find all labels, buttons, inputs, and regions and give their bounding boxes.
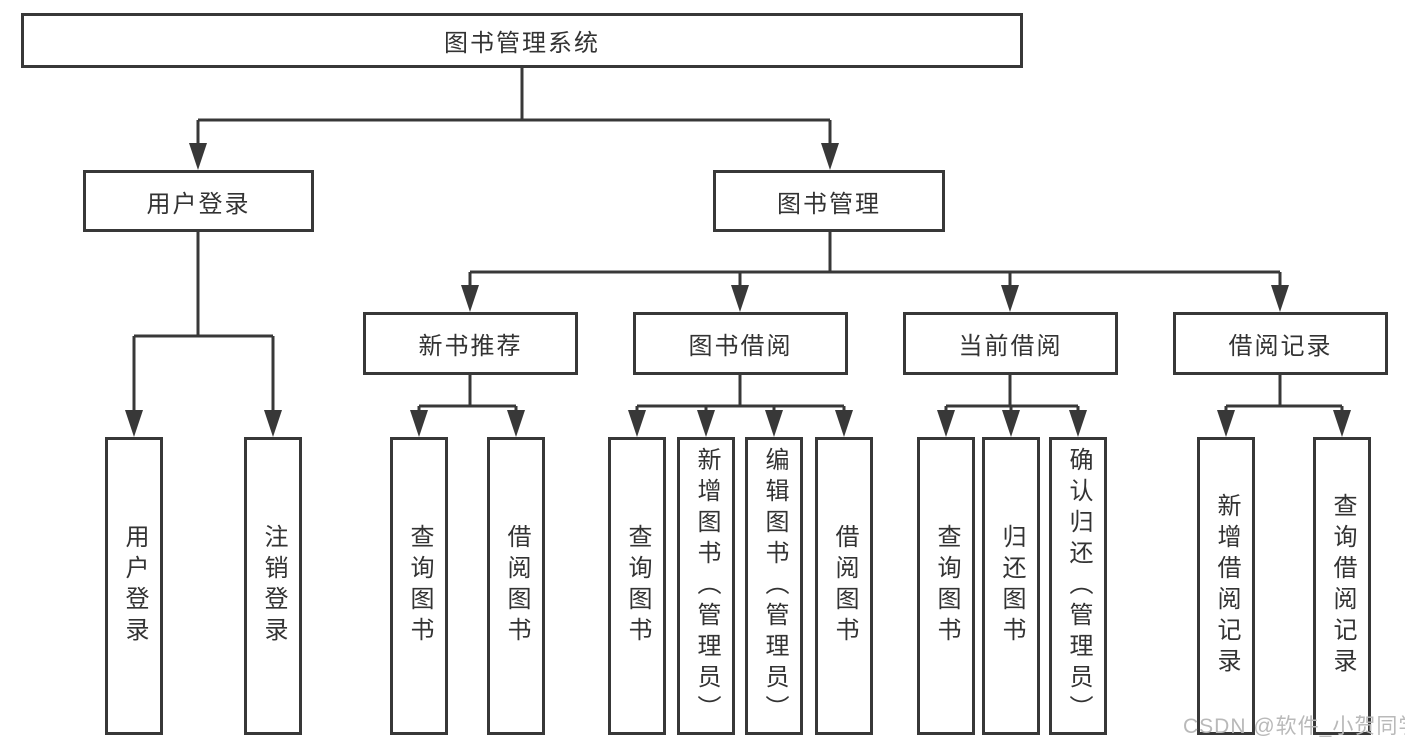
- arrowhead: [1002, 410, 1020, 437]
- arrowhead: [731, 285, 749, 312]
- connector-book-management-children: [468, 232, 1282, 288]
- leaf-add-borrow-record: 新增借阅记录: [1197, 437, 1255, 735]
- leaf-label: 查询图书: [933, 524, 960, 648]
- leaf-logout: 注销登录: [244, 437, 302, 735]
- node-library-management-system: 图书管理系统: [21, 13, 1023, 68]
- arrowhead: [628, 410, 646, 437]
- csdn-watermark: CSDN @软件_小贺同学: [1183, 715, 1405, 738]
- arrowhead: [1069, 410, 1087, 437]
- node-new-book-recommendation: 新书推荐: [363, 312, 578, 375]
- leaf-label: 新增借阅记录: [1213, 493, 1240, 679]
- leaf-borrow-books-borrowing: 借阅图书: [815, 437, 873, 735]
- leaf-label: 确认归还（管理员）: [1065, 446, 1092, 726]
- node-label: 用户登录: [146, 190, 251, 218]
- arrowhead: [765, 410, 783, 437]
- connector-root-to-level2: [196, 68, 832, 146]
- leaf-label: 编辑图书（管理员）: [761, 446, 788, 726]
- leaf-borrow-books-recommend: 借阅图书: [487, 437, 545, 735]
- arrowhead: [937, 410, 955, 437]
- arrowhead: [507, 410, 525, 437]
- leaf-edit-book-admin: 编辑图书（管理员）: [745, 437, 803, 735]
- leaf-confirm-return-admin: 确认归还（管理员）: [1049, 437, 1107, 735]
- leaf-query-borrow-record: 查询借阅记录: [1313, 437, 1371, 735]
- node-book-borrowing: 图书借阅: [633, 312, 848, 375]
- connector-current-borrowing-children: [944, 375, 1080, 412]
- connector-borrowing-records-children: [1224, 375, 1344, 412]
- node-label: 借阅记录: [1228, 333, 1333, 360]
- connector-user-login-children: [132, 232, 275, 412]
- node-label: 当前借阅: [958, 333, 1063, 360]
- arrowhead: [1217, 410, 1235, 437]
- leaf-label: 用户登录: [121, 524, 148, 648]
- arrowhead: [1001, 285, 1019, 312]
- node-current-borrowing: 当前借阅: [903, 312, 1118, 375]
- arrowhead: [410, 410, 428, 437]
- connector-new-book-children: [417, 375, 518, 412]
- connector-book-borrowing-children: [635, 375, 846, 412]
- leaf-label: 归还图书: [998, 524, 1025, 648]
- leaf-user-login: 用户登录: [105, 437, 163, 735]
- node-borrowing-records: 借阅记录: [1173, 312, 1388, 375]
- leaf-add-book-admin: 新增图书（管理员）: [677, 437, 735, 735]
- node-user-login: 用户登录: [83, 170, 314, 232]
- arrowhead: [125, 410, 143, 437]
- leaf-query-books-current: 查询图书: [917, 437, 975, 735]
- leaf-label: 注销登录: [260, 524, 287, 648]
- arrowhead: [697, 410, 715, 437]
- arrowhead: [821, 143, 839, 170]
- node-label: 新书推荐: [418, 333, 523, 360]
- node-label: 图书管理: [777, 190, 881, 218]
- leaf-label: 查询图书: [406, 524, 433, 648]
- leaf-label: 借阅图书: [831, 524, 858, 648]
- leaf-label: 查询图书: [624, 524, 651, 648]
- arrowhead: [461, 285, 479, 312]
- arrowhead: [1333, 410, 1351, 437]
- leaf-query-books-recommend: 查询图书: [390, 437, 448, 735]
- leaf-return-book: 归还图书: [982, 437, 1040, 735]
- node-label: 图书管理系统: [444, 30, 600, 57]
- arrowhead: [835, 410, 853, 437]
- node-label: 图书借阅: [688, 333, 793, 360]
- node-book-management: 图书管理: [713, 170, 945, 232]
- leaf-label: 借阅图书: [503, 524, 530, 648]
- leaf-query-books-borrowing: 查询图书: [608, 437, 666, 735]
- leaf-label: 查询借阅记录: [1329, 493, 1356, 679]
- arrowhead: [1271, 285, 1289, 312]
- arrowhead: [189, 143, 207, 170]
- arrowhead: [264, 410, 282, 437]
- leaf-label: 新增图书（管理员）: [693, 446, 720, 726]
